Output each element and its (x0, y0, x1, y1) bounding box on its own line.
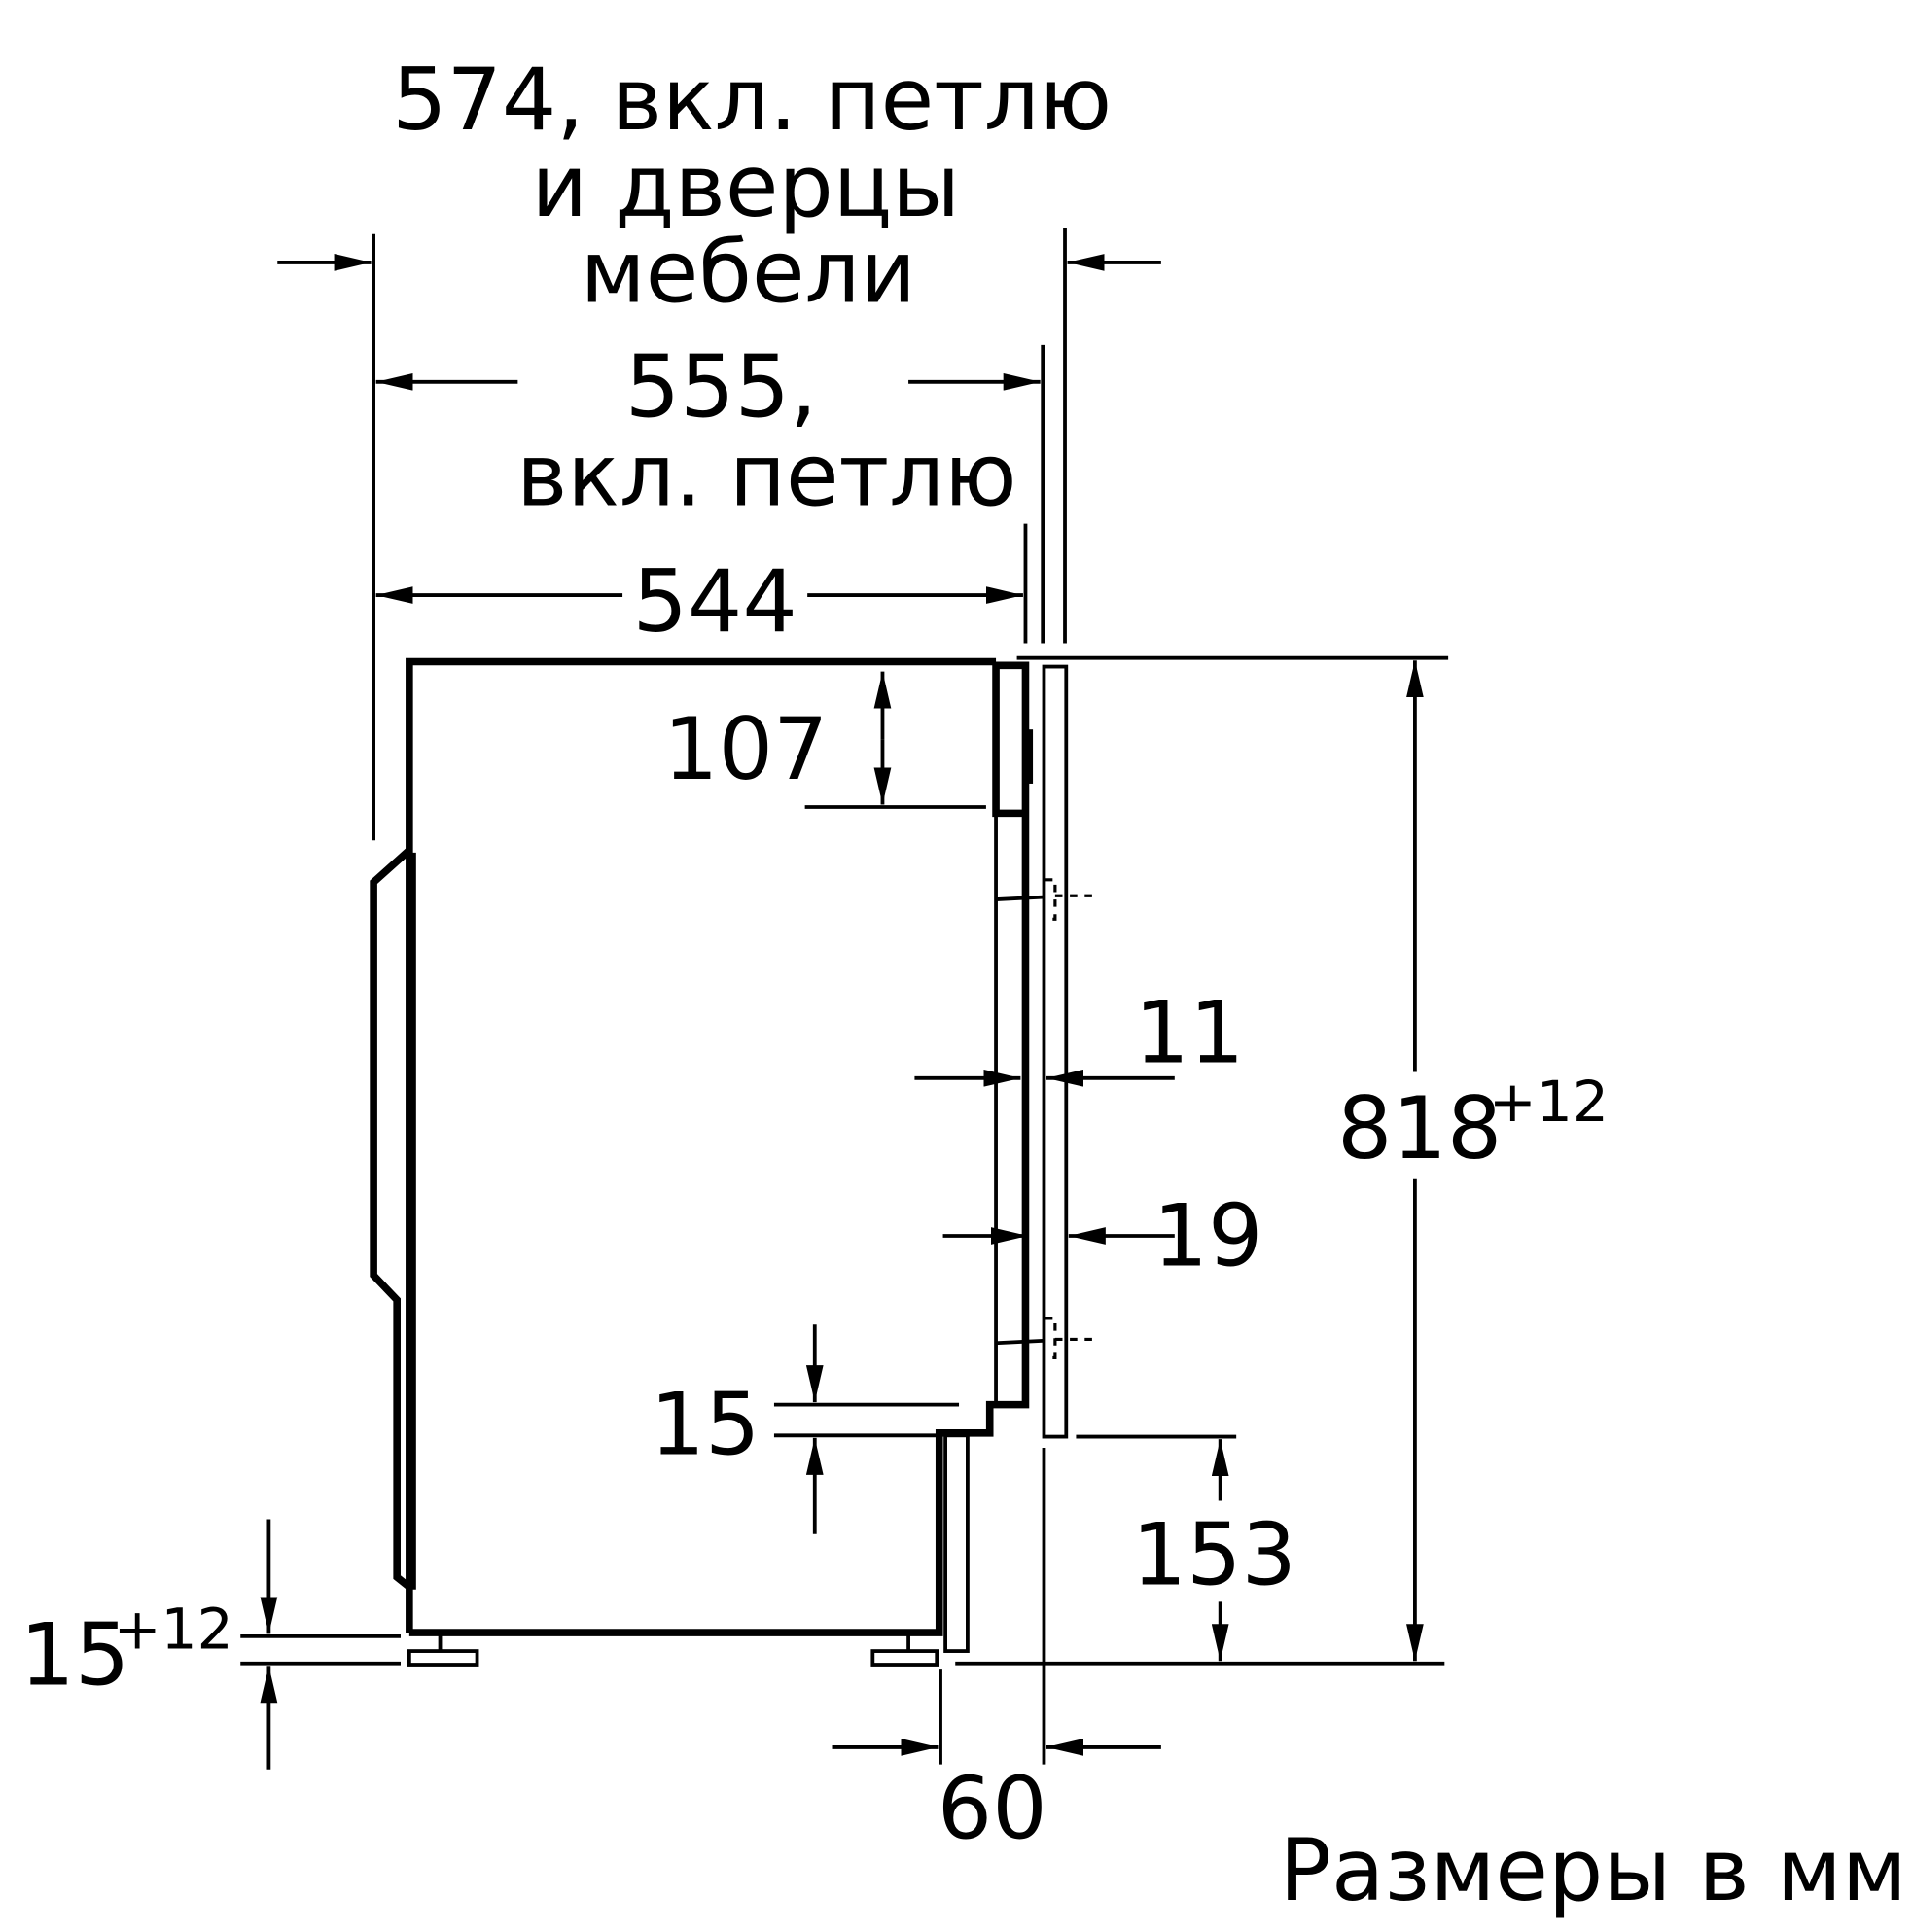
depth-555-label: 555, вкл. петлю (516, 336, 1016, 525)
dim-153-label: 153 (1132, 1505, 1296, 1605)
dim-60-label: 60 (938, 1759, 1047, 1859)
plinth (943, 1433, 970, 1653)
depth-544-label: 544 (632, 551, 797, 651)
hinge-lower (995, 1317, 1092, 1360)
dim-11-label: 11 (1135, 982, 1245, 1082)
depth-574-line1: 574, вкл. петлю (392, 50, 1112, 150)
foot-front (870, 1634, 939, 1667)
dimension-arrows (260, 254, 1424, 1770)
height-818-label: 818 (1337, 1078, 1502, 1178)
depth-555-line2: вкл. петлю (516, 426, 1016, 526)
dim-15-label: 15 (651, 1374, 761, 1474)
foot-15-tolerance: +12 (114, 1597, 233, 1663)
appliance-side-view (370, 657, 1092, 1667)
foot-15-label: 15 (19, 1604, 129, 1704)
depth-574-label: 574, вкл. петлю и дверцы мебели (392, 50, 1112, 322)
hinge-upper (995, 878, 1092, 921)
depth-574-line2: и дверцы (531, 136, 960, 236)
foot-rear (407, 1634, 479, 1667)
furniture-door-panel (1042, 664, 1069, 1439)
extension-lines (240, 228, 1449, 1765)
units-note: Размеры в мм (1280, 1820, 1907, 1920)
height-818-tolerance: +12 (1489, 1069, 1609, 1135)
depth-555-line1: 555, (625, 336, 817, 437)
dim-107-label: 107 (663, 699, 828, 799)
depth-574-line3: мебели (581, 222, 916, 322)
